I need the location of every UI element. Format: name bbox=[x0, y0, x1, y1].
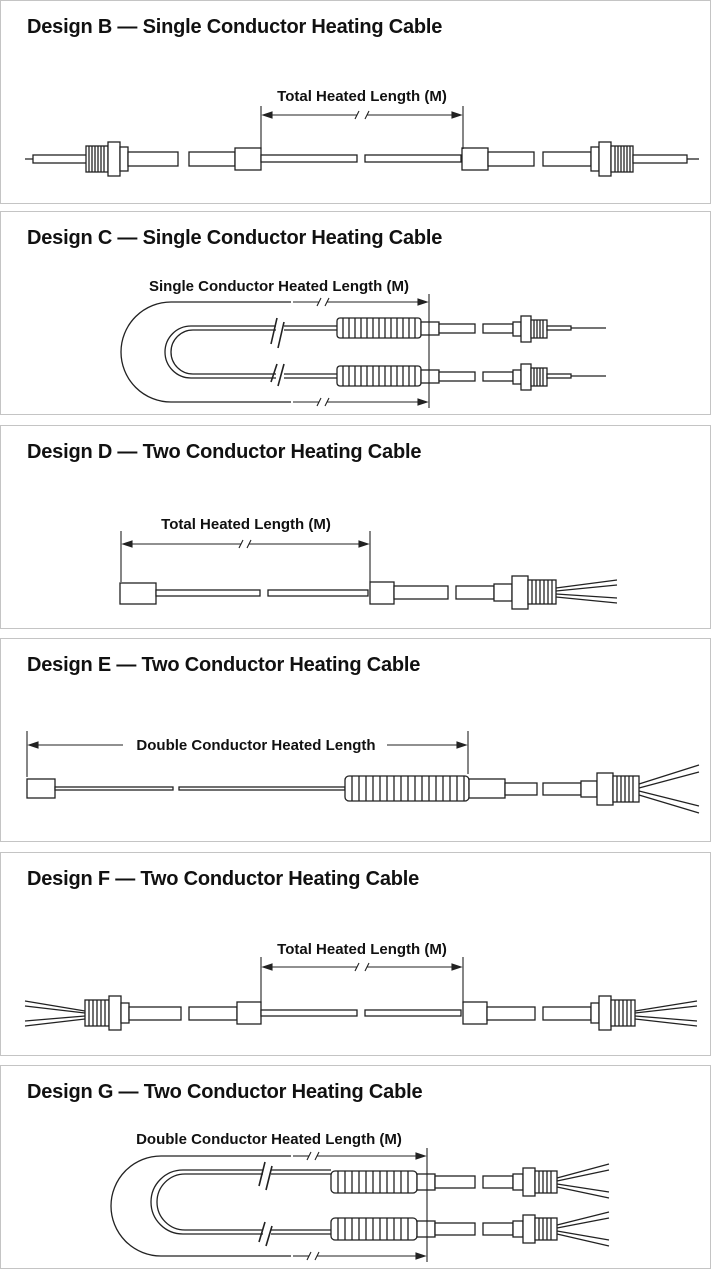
dimension-label: Total Heated Length (M) bbox=[277, 88, 447, 105]
cold-hot-junction bbox=[234, 147, 262, 171]
dimension-line bbox=[120, 531, 371, 582]
dimension-line bbox=[260, 957, 464, 1003]
dimension-line bbox=[293, 294, 430, 408]
panel-title-design-d: Design D — Two Conductor Heating Cable bbox=[27, 441, 422, 463]
cable-diagram-design-g: Double Conductor Heated Length (M) bbox=[110, 1131, 610, 1262]
dimension-label: Double Conductor Heated Length (M) bbox=[136, 1131, 402, 1148]
panel-title-design-b: Design B — Single Conductor Heating Cabl… bbox=[27, 16, 443, 38]
panel-title-design-f: Design F — Two Conductor Heating Cable bbox=[27, 868, 420, 890]
cold-hot-junction bbox=[461, 147, 489, 171]
ribbed-sleeve bbox=[330, 1217, 418, 1241]
ribbed-sleeve bbox=[336, 365, 422, 387]
dimension-line bbox=[293, 1148, 428, 1262]
fitting bbox=[590, 141, 634, 177]
panel-design-b: Design B — Single Conductor Heating Cabl… bbox=[0, 0, 711, 204]
panel-design-e: Design E — Two Conductor Heating Cable bbox=[0, 638, 711, 842]
end-cap bbox=[26, 778, 56, 799]
cold-hot-junction bbox=[369, 581, 395, 605]
fitting bbox=[85, 141, 129, 177]
dimension-line bbox=[26, 731, 469, 777]
cable-diagram-design-c: Single Conductor Heated Length (M) bbox=[120, 278, 606, 408]
panel-title-design-e: Design E — Two Conductor Heating Cable bbox=[27, 654, 421, 676]
panel-title-design-c: Design C — Single Conductor Heating Cabl… bbox=[27, 227, 443, 249]
cold-hot-junction bbox=[462, 1001, 488, 1025]
panel-design-c: Design C — Single Conductor Heating Cabl… bbox=[0, 211, 711, 415]
panel-title-design-g: Design G — Two Conductor Heating Cable bbox=[27, 1081, 423, 1103]
ribbed-sleeve bbox=[330, 1170, 418, 1194]
dimension-label: Total Heated Length (M) bbox=[277, 941, 447, 958]
panel-design-f: Design F — Two Conductor Heating Cable bbox=[0, 852, 711, 1056]
panel-design-d: Design D — Two Conductor Heating Cable T… bbox=[0, 425, 711, 629]
cable-diagram-design-f: Total Heated Length (M) bbox=[24, 941, 698, 1031]
dimension-label: Total Heated Length (M) bbox=[161, 516, 331, 533]
cable-diagram-design-b: Total Heated Length (M) bbox=[25, 88, 699, 177]
cable-diagram-design-e: Double Conductor Heated Length bbox=[26, 731, 700, 814]
dimension-label: Single Conductor Heated Length (M) bbox=[149, 278, 409, 295]
ribbed-sleeve bbox=[336, 317, 422, 339]
dimension-line bbox=[260, 106, 464, 149]
cable-diagram-design-d: Total Heated Length (M) bbox=[119, 516, 618, 610]
cold-hot-junction bbox=[236, 1001, 262, 1025]
dimension-label: Double Conductor Heated Length bbox=[136, 737, 375, 754]
ribbed-sleeve bbox=[344, 775, 470, 802]
end-cap bbox=[119, 582, 157, 605]
panel-design-g: Design G — Two Conductor Heating Cable bbox=[0, 1065, 711, 1269]
